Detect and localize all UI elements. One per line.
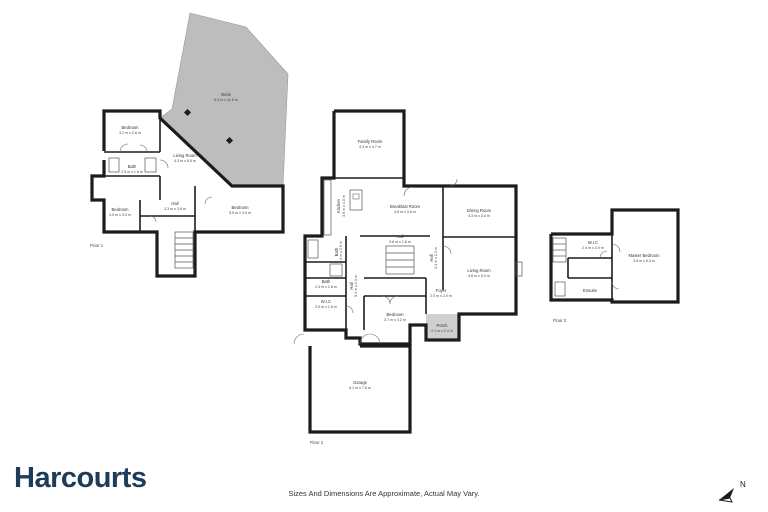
f2-bedroom-name: Bedroom xyxy=(387,312,405,317)
dining-room-name: Dining Room xyxy=(467,208,492,213)
f2-bedroom-dim: 3.7 m x 3.2 m xyxy=(384,318,406,322)
porch-name: Porch xyxy=(437,323,449,328)
family-room-dim: 4.3 m x 4.7 m xyxy=(359,145,381,149)
f2-bath-b-dim: 2.3 m x 1.6 m xyxy=(315,285,337,289)
floor-3-label: Floor 3 xyxy=(553,318,567,323)
svg-text:N: N xyxy=(740,480,746,489)
living-room-name: Living Room xyxy=(467,268,491,273)
ensuite-name: Ensuite xyxy=(583,288,598,293)
long-hall-name: Hall xyxy=(349,282,354,289)
porch-dim: 2.1 m x 2.4 m xyxy=(431,329,453,333)
floor-3-plan: W.I.C 2.4 m x 2.0 m Master Bedroom 3.6 m… xyxy=(549,208,680,323)
f1-hall-name: Hall xyxy=(171,201,178,206)
disclaimer-text: Sizes And Dimensions Are Approximate, Ac… xyxy=(288,489,480,498)
f2-wic-dim: 2.0 m x 1.6 m xyxy=(315,305,337,309)
f1-bedroom-a-dim: 3.2 m x 2.8 m xyxy=(119,131,141,135)
floor-1-plan: Deck 6.3 m x 11.8 m Bedroom 3.2 m x 2.8 … xyxy=(90,12,289,278)
family-room-name: Family Room xyxy=(358,139,383,144)
f2-bath-b-name: Bath xyxy=(322,279,331,284)
f1-bedroom-c-dim: 5.5 m x 3.5 m xyxy=(229,211,251,215)
f2-wic-name: W.I.C xyxy=(321,299,331,304)
f2-hall-name: Hall xyxy=(396,234,403,239)
f1-bedroom-b-name: Bedroom xyxy=(112,207,130,212)
f2-bath-a-dim: 3.3 m x 2.0 m xyxy=(339,241,343,263)
kitchen-name: Kitchen xyxy=(336,198,341,213)
floor-1-label: Floor 1 xyxy=(90,243,104,248)
f2-bath-a-name: Bath xyxy=(334,247,339,256)
master-bedroom-name: Master Bedroom xyxy=(629,253,660,258)
f1-living-name: Living Room xyxy=(173,153,197,158)
f1-bedroom-a-name: Bedroom xyxy=(122,125,140,130)
floor-2-label: Floor 2 xyxy=(310,440,324,445)
f1-bedroom-c-name: Bedroom xyxy=(232,205,250,210)
f3-wic-dim: 2.4 m x 2.0 m xyxy=(582,246,604,250)
garage-name: Garage xyxy=(353,380,368,385)
porch-area xyxy=(426,314,459,340)
dining-room-dim: 4.3 m x 3.4 m xyxy=(468,214,490,218)
f1-bath-name: Bath xyxy=(128,164,137,169)
long-hall-dim: 5.3 m x 1.3 m xyxy=(354,275,358,297)
deck-dim: 6.3 m x 11.8 m xyxy=(214,98,238,102)
floor-2-plan: Family Room 4.3 m x 4.7 m Kitchen 3.9 m … xyxy=(293,109,523,445)
kitchen-dim: 3.9 m x 4.0 m xyxy=(342,195,346,217)
small-hall-name: Hall xyxy=(429,254,434,261)
f1-bedroom-b-dim: 4.0 m x 3.3 m xyxy=(109,213,131,217)
f1-living-dim: 4.3 m x 5.5 m xyxy=(174,159,196,163)
f3-wic-name: W.I.C xyxy=(588,240,598,245)
north-arrow-icon: N xyxy=(718,480,746,503)
f2-hall-dim: 3.6 m x 1.8 m xyxy=(389,240,411,244)
living-room-dim: 4.6 m x 5.0 m xyxy=(468,274,490,278)
f1-bath-dim: 2.5 m x 1.8 m xyxy=(121,170,143,174)
harcourts-logo: Harcourts xyxy=(14,462,147,494)
breakfast-room-dim: 4.8 m x 3.6 m xyxy=(394,210,416,214)
master-bedroom-dim: 3.6 m x 6.3 m xyxy=(633,259,655,263)
f1-hall-dim: 3.3 m x 3.8 m xyxy=(164,207,186,211)
foyer-dim: 2.0 m x 2.0 m xyxy=(430,294,452,298)
garage-dim: 6.1 m x 7.8 m xyxy=(349,386,371,390)
small-hall-dim: 3.4 m x 1.3 m xyxy=(434,247,438,269)
breakfast-room-name: Breakfast Room xyxy=(390,204,421,209)
foyer-name: Foyer xyxy=(436,288,447,293)
deck-name: Deck xyxy=(221,92,231,97)
